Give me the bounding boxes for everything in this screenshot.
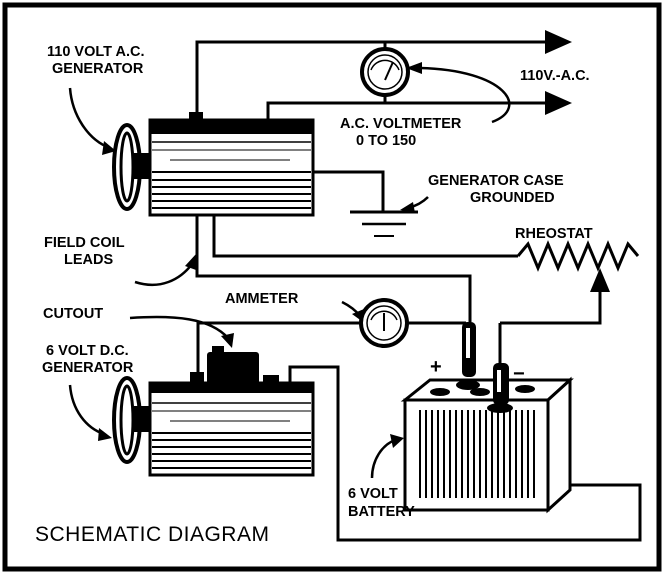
ground-symbol xyxy=(313,170,418,237)
output-arrow-bottom xyxy=(545,91,572,115)
field-coil-leads xyxy=(195,215,518,322)
minus-sign: − xyxy=(513,363,525,385)
dc-generator xyxy=(112,372,315,477)
voltmeter-label-1: A.C. VOLTMETER xyxy=(340,116,462,132)
battery-label-1: 6 VOLT xyxy=(348,486,398,502)
cutout-pointer xyxy=(129,315,229,339)
case-label-1: GENERATOR CASE xyxy=(428,173,564,189)
field-label-1: FIELD COIL xyxy=(44,235,125,251)
output-arrow-top xyxy=(545,30,572,54)
dc-generator-label-2: GENERATOR xyxy=(42,360,134,376)
cutout-label: CUTOUT xyxy=(43,306,103,322)
ac-output-wires xyxy=(195,40,560,120)
ac-generator-label-1: 110 VOLT A.C. xyxy=(47,44,145,60)
dc-generator-label-1: 6 VOLT D.C. xyxy=(46,343,129,359)
battery xyxy=(400,322,574,514)
voltmeter-pointer xyxy=(419,66,511,124)
voltmeter-label-2: 0 TO 150 xyxy=(356,133,416,149)
output-label: 110V.-A.C. xyxy=(520,68,590,84)
field-label-2: LEADS xyxy=(64,252,113,268)
ac-generator-label-2: GENERATOR xyxy=(52,61,144,77)
plus-sign: + xyxy=(430,356,442,378)
ac-voltmeter xyxy=(360,42,410,103)
rheostat-label: RHEOSTAT xyxy=(515,226,593,242)
battery-label-2: BATTERY xyxy=(348,504,415,520)
case-label-2: GROUNDED xyxy=(470,190,555,206)
ac-generator xyxy=(112,112,315,217)
rheostat xyxy=(500,240,640,325)
diagram-title: SCHEMATIC DIAGRAM xyxy=(35,523,269,546)
ammeter-label: AMMETER xyxy=(225,291,299,307)
cutout xyxy=(207,346,259,384)
ammeter xyxy=(196,298,466,373)
